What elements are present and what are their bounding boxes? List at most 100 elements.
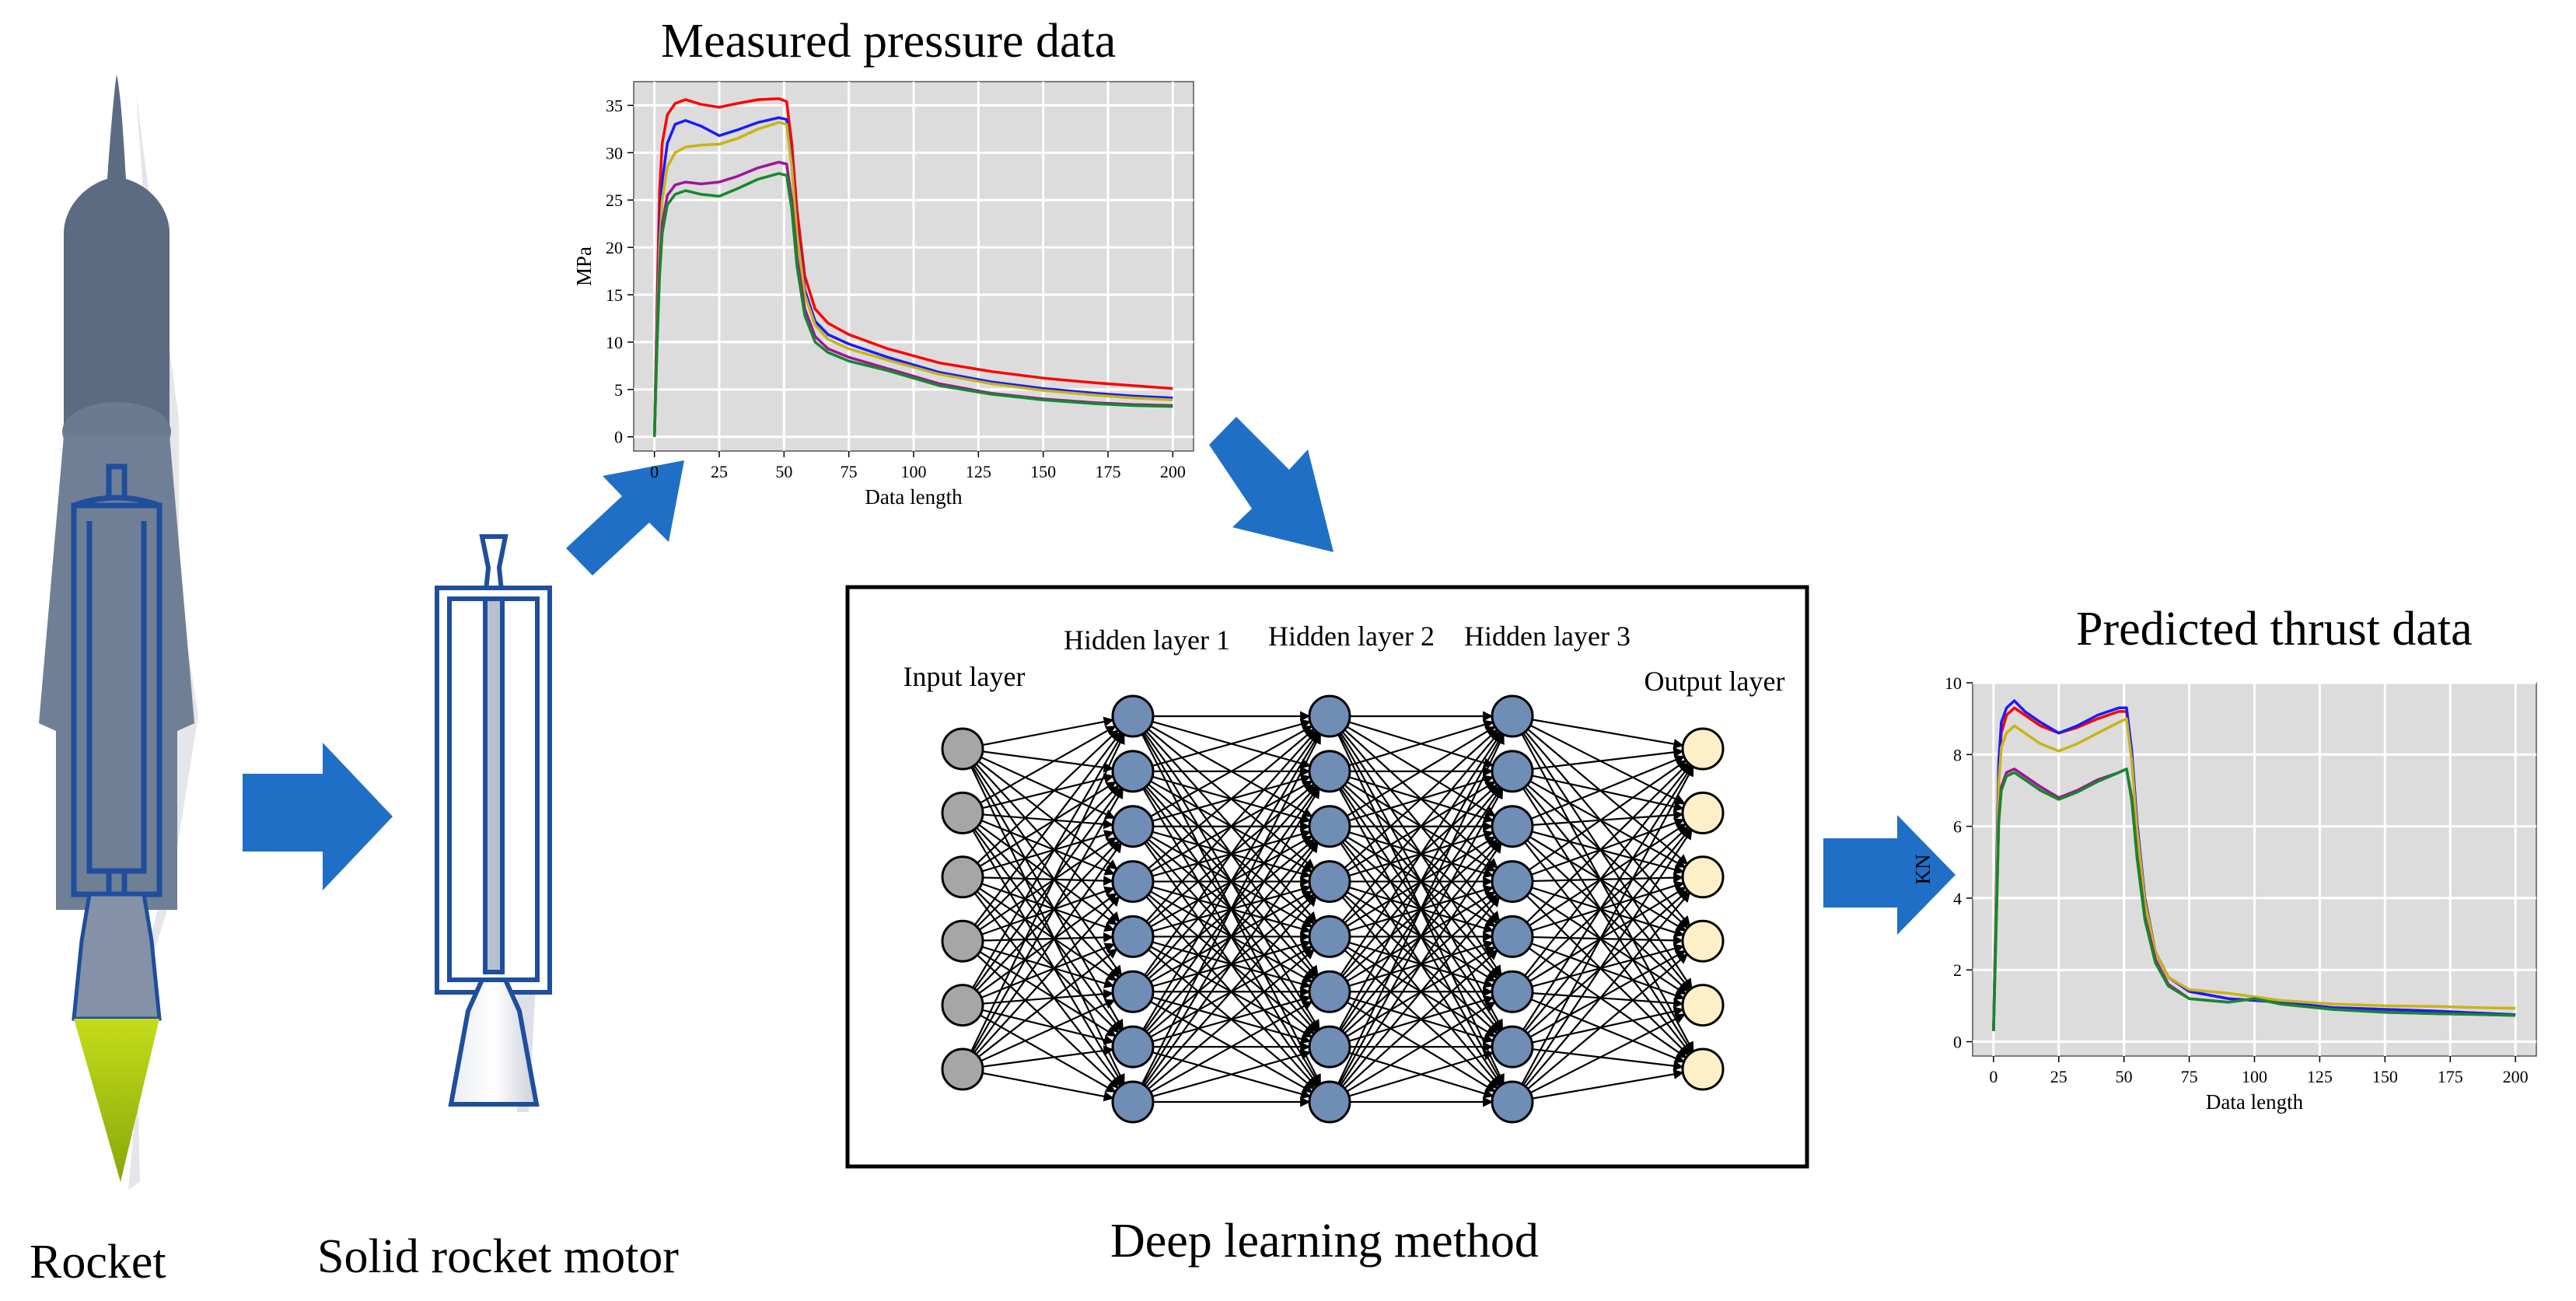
- series-line-3: [652, 121, 1173, 437]
- network-connection: [1530, 998, 1686, 1063]
- network-connection: [982, 1045, 1114, 1068]
- network-connection: [1529, 724, 1686, 805]
- output-neuron: [1681, 919, 1725, 963]
- network-connection: [981, 946, 1115, 988]
- output-neuron: [1681, 984, 1725, 1027]
- network-connection: [972, 830, 1124, 1086]
- deep-learning-caption: Deep learning method: [1110, 1215, 1539, 1268]
- network-connection: [981, 830, 1115, 873]
- y-axis-label: MPa: [572, 247, 596, 286]
- motor-caption: Solid rocket motor: [317, 1230, 679, 1283]
- network-connection: [1340, 732, 1502, 976]
- network-connection: [972, 733, 1124, 988]
- network-connection: [1142, 733, 1320, 1030]
- network-connection: [1144, 841, 1319, 1086]
- rocket-illustration: [39, 75, 198, 1190]
- motor-propellant-port: [483, 596, 505, 974]
- network-connection: [1522, 764, 1693, 1030]
- network-connection: [1148, 949, 1316, 1090]
- network-connection: [971, 788, 1124, 1052]
- network-connection: [982, 875, 1114, 887]
- arrow-motor-to-pressure: [566, 460, 684, 575]
- hidden-neuron: [1111, 694, 1155, 738]
- network-connection: [980, 998, 1116, 1062]
- network-connection: [1526, 895, 1690, 1056]
- network-connection: [1337, 733, 1505, 1084]
- rocket-nozzle: [72, 892, 162, 1021]
- x-tick-label: 175: [2438, 1067, 2463, 1086]
- y-tick-label: 5: [614, 380, 623, 400]
- network-connection: [982, 1072, 1114, 1102]
- network-connection: [1144, 732, 1319, 976]
- hidden-neuron: [1308, 694, 1351, 738]
- output-neuron: [1681, 791, 1725, 834]
- network-connection: [978, 837, 1117, 931]
- hidden-neuron: [1491, 750, 1534, 793]
- hidden-neuron: [1111, 1080, 1155, 1124]
- hidden-neuron: [1111, 860, 1155, 904]
- arrow-pressure-to-network: [1209, 417, 1333, 552]
- network-connection: [1340, 842, 1502, 1086]
- network-connection: [1524, 731, 1691, 927]
- input-neuron: [941, 727, 984, 771]
- y-tick-label: 25: [606, 191, 623, 210]
- x-tick-label: 25: [711, 462, 728, 481]
- network-connection: [1524, 786, 1691, 991]
- x-tick-label: 0: [1989, 1067, 1998, 1086]
- network-connection: [1526, 839, 1690, 992]
- network-connection: [1532, 992, 1684, 1009]
- pressure-chart-title: Measured pressure data: [661, 15, 1117, 68]
- x-tick-label: 125: [966, 462, 991, 481]
- network-connection: [1141, 733, 1322, 1085]
- x-tick-label: 150: [1030, 462, 1056, 481]
- network-connection: [1341, 730, 1501, 922]
- network-connection: [973, 892, 1122, 1087]
- network-connection: [1529, 887, 1686, 982]
- network-connection: [980, 943, 1116, 998]
- network-connection: [1344, 949, 1498, 1089]
- network-connection: [1532, 719, 1684, 750]
- network-connection: [1338, 788, 1504, 1085]
- series-line-3: [1992, 717, 2516, 1031]
- network-connection: [1150, 1001, 1313, 1093]
- network-connection: [982, 932, 1114, 943]
- arrow-network-to-thrust: [1823, 815, 1956, 935]
- network-connection: [980, 725, 1117, 804]
- y-tick-label: 0: [614, 428, 623, 447]
- network-connections: [970, 711, 1694, 1107]
- output-neuron: [1681, 855, 1725, 899]
- rocket-caption: Rocket: [30, 1236, 166, 1289]
- hidden-neuron: [1491, 915, 1534, 958]
- hidden-neuron: [1308, 750, 1351, 793]
- y-axis-label: KN: [1911, 855, 1935, 885]
- network-connection: [1524, 891, 1691, 1087]
- network-connection: [977, 948, 1118, 1058]
- network-connection: [980, 1014, 1117, 1093]
- y-tick-label: 10: [606, 333, 623, 352]
- network-connection: [982, 988, 1114, 1005]
- hidden-neuron: [1491, 860, 1534, 904]
- x-tick-label: 75: [841, 462, 858, 481]
- hidden-neuron: [1111, 1025, 1155, 1068]
- network-connection: [973, 764, 1122, 977]
- x-tick-label: 100: [2242, 1067, 2267, 1086]
- network-connection: [1524, 841, 1691, 1054]
- hidden-neuron: [1111, 915, 1155, 958]
- network-connection: [976, 785, 1120, 928]
- hidden-neuron: [1308, 970, 1351, 1013]
- network-connection: [1532, 775, 1684, 812]
- network-connection: [1528, 759, 1687, 871]
- hidden-neuron: [1111, 805, 1155, 848]
- network-connection: [1152, 719, 1312, 767]
- series-line-5: [1992, 768, 2516, 1031]
- network-connection: [973, 731, 1122, 926]
- y-tick-label: 10: [1945, 673, 1962, 693]
- network-connection: [1148, 728, 1316, 869]
- network-connection: [1348, 719, 1494, 767]
- network-connection: [1526, 826, 1690, 979]
- network-connection: [981, 773, 1115, 810]
- network-connection: [1522, 829, 1693, 1086]
